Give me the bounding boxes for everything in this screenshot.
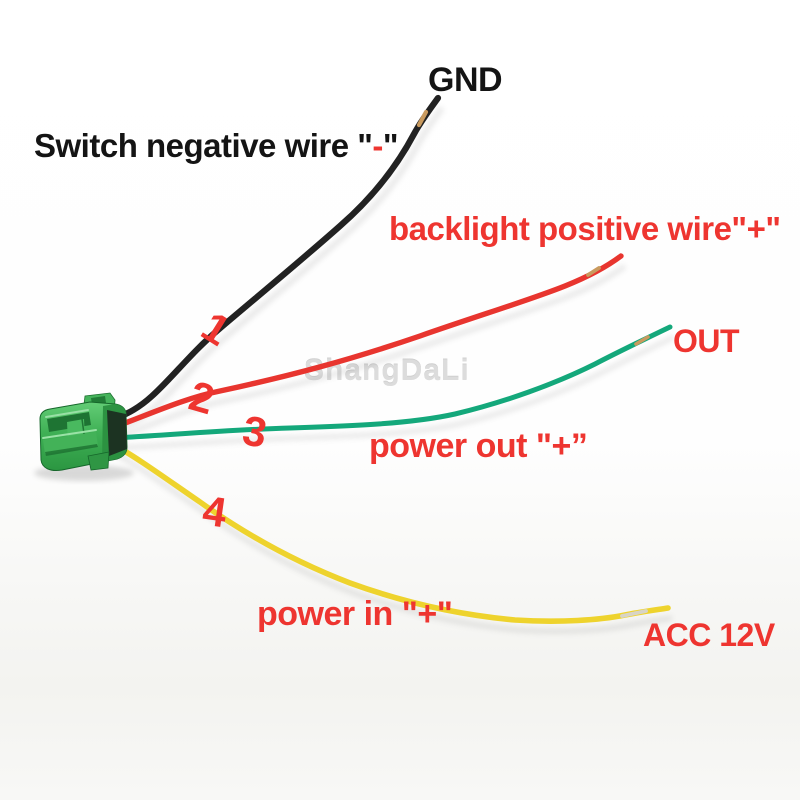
red-wire-stripped-tip	[586, 266, 601, 277]
connector-bottom-tab	[87, 451, 110, 471]
connector-ridge	[43, 432, 98, 454]
connector-highlight-mid	[42, 429, 97, 439]
black-wire	[112, 98, 438, 420]
connector-highlight-top	[45, 409, 89, 418]
connector-cavity	[107, 410, 127, 456]
connector-ridge-shade	[45, 444, 98, 456]
yellow-wire	[112, 444, 668, 621]
green-wire-stripped-tip	[634, 335, 650, 346]
black-wire-stripped-tip	[416, 109, 429, 128]
wire-shadows	[116, 108, 674, 631]
yellow-wire-stripped-tip	[620, 609, 648, 618]
red-wire	[112, 256, 621, 428]
connector-plug	[34, 392, 134, 481]
